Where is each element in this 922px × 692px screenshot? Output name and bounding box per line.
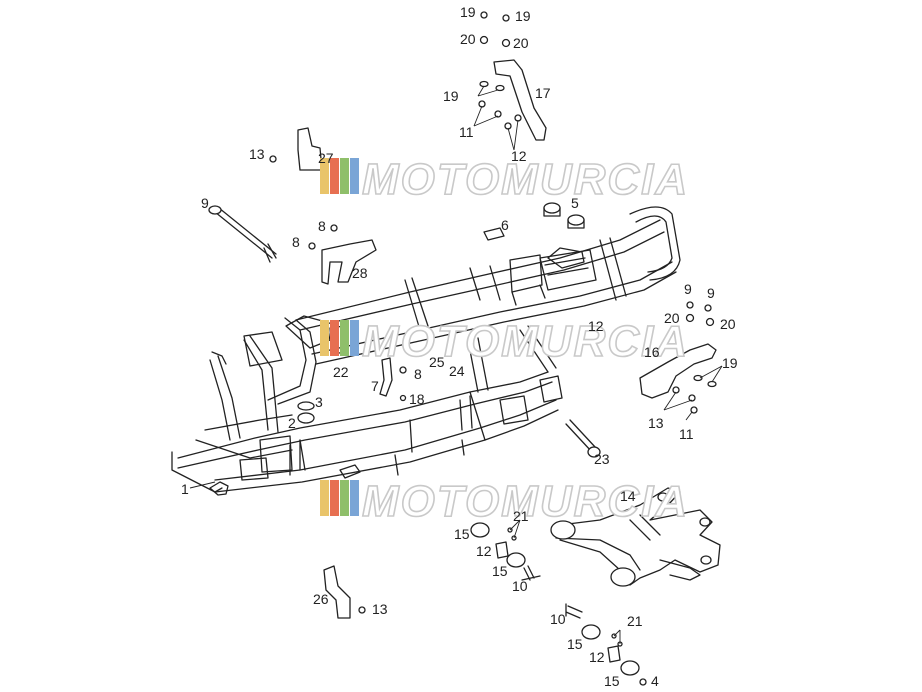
callout-14: 14 [620, 488, 636, 504]
bracket-part-17 [493, 59, 547, 141]
callout-21: 21 [627, 613, 643, 629]
callout-6: 6 [501, 217, 509, 233]
watermark-text: MOTOMURCIA [362, 477, 689, 526]
bracket-part-26 [323, 565, 351, 619]
callout-11: 11 [459, 124, 474, 140]
callout-20: 20 [664, 310, 680, 326]
callout-12: 12 [476, 543, 492, 559]
tag-part-6 [483, 227, 505, 241]
callout-12: 12 [589, 649, 605, 665]
swingarm-part [550, 487, 721, 587]
bolt-part-9 [208, 205, 277, 263]
bracket-part-7 [379, 357, 393, 397]
callout-16: 16 [644, 344, 660, 360]
callout-7: 7 [371, 378, 379, 394]
spacer-part-12b [607, 645, 621, 663]
callout-17: 17 [535, 85, 551, 101]
callout-28: 28 [352, 265, 368, 281]
bolt-part-10a [521, 565, 541, 581]
callout-9: 9 [201, 195, 209, 211]
bushing-part-15a [470, 522, 490, 538]
callout-18: 18 [409, 391, 425, 407]
bolt-part-10b [565, 603, 583, 619]
callout-13: 13 [249, 146, 265, 162]
callout-10: 10 [550, 611, 566, 627]
callout-26: 26 [313, 591, 329, 607]
callout-19: 19 [515, 8, 531, 24]
callout-27: 27 [318, 150, 334, 166]
main-frame-part [171, 206, 681, 496]
callout-13: 13 [372, 601, 388, 617]
washer-part-3 [297, 401, 315, 411]
callout-15: 15 [567, 636, 583, 652]
callout-24: 24 [449, 363, 465, 379]
bolt-part-23 [565, 419, 601, 458]
watermark-text: MOTOMURCIA [362, 155, 689, 204]
callout-13: 13 [648, 415, 664, 431]
callout-8: 8 [318, 218, 326, 234]
callout-25: 25 [429, 354, 445, 370]
callout-15: 15 [492, 563, 508, 579]
bushing-part-2 [297, 412, 315, 424]
callout-9: 9 [707, 285, 715, 301]
callout-19: 19 [722, 355, 738, 371]
callout-2: 2 [288, 415, 296, 431]
callout-5: 5 [571, 195, 579, 211]
callout-19: 19 [460, 4, 476, 20]
bushing-part-15b [506, 552, 526, 568]
watermark-top: MOTOMURCIA [320, 154, 689, 205]
callout-19: 19 [443, 88, 459, 104]
bushing-part-15c [581, 624, 601, 640]
callout-9: 9 [684, 281, 692, 297]
callout-12: 12 [511, 148, 527, 164]
callout-4: 4 [651, 673, 659, 689]
callout-8: 8 [414, 366, 422, 382]
callout-15: 15 [454, 526, 470, 542]
callout-20: 20 [513, 35, 529, 51]
callout-11: 11 [679, 426, 694, 442]
callout-15: 15 [604, 673, 620, 689]
watermark-text: MOTOMURCIA [362, 317, 689, 366]
nut-part-5 [543, 202, 585, 229]
callout-12: 12 [588, 318, 604, 334]
leader-lines [189, 85, 723, 644]
callout-3: 3 [315, 394, 323, 410]
callout-10: 10 [512, 578, 528, 594]
callouts: 19 19 20 20 19 17 11 12 13 27 9 8 8 28 6… [181, 4, 738, 689]
bracket-part-28 [321, 239, 377, 285]
callout-20: 20 [460, 31, 476, 47]
watermark-middle: MOTOMURCIA [320, 316, 689, 367]
callout-1: 1 [181, 481, 189, 497]
spacer-part-12a [495, 541, 509, 559]
callout-22: 22 [333, 364, 349, 380]
watermark-bottom: MOTOMURCIA [320, 476, 689, 527]
callout-8: 8 [292, 234, 300, 250]
callout-23: 23 [594, 451, 610, 467]
bushing-part-15d [620, 660, 640, 676]
callout-21: 21 [513, 508, 529, 524]
bracket-part-16 [639, 343, 717, 399]
callout-20: 20 [720, 316, 736, 332]
